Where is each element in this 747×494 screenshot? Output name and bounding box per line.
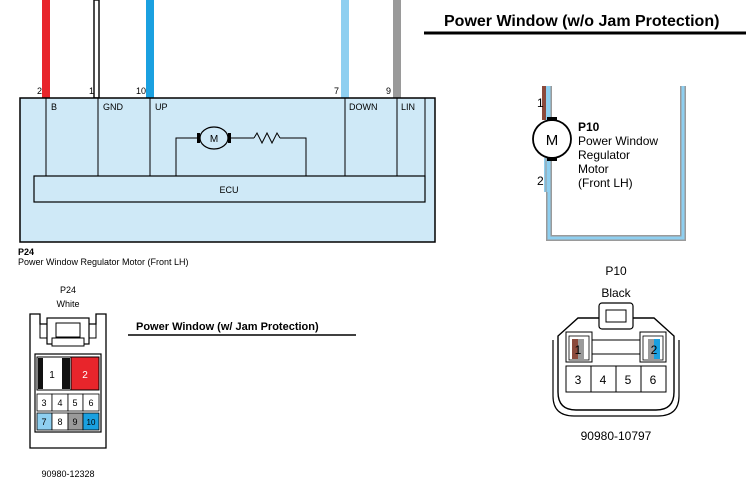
wire-gnd-black bbox=[93, 0, 100, 99]
ecu-motor-label: M bbox=[210, 134, 218, 145]
p24-pin-2-number: 2 bbox=[37, 86, 42, 96]
p10-cavity-2: 2 bbox=[651, 343, 658, 357]
p24-connector-color: White bbox=[56, 299, 79, 309]
p24-cavity-5: 5 bbox=[72, 398, 77, 408]
wire-b-red bbox=[42, 0, 50, 98]
title-jam-protection: Power Window (w/ Jam Protection) bbox=[136, 321, 319, 333]
p10-motor-label: M bbox=[546, 132, 559, 149]
p24-cavity-7: 7 bbox=[41, 417, 46, 427]
p10-code: P10 bbox=[578, 120, 600, 134]
p24-cavity-10: 10 bbox=[87, 418, 96, 427]
motor-lead-right bbox=[280, 137, 307, 176]
p24-cavity-9: 9 bbox=[72, 417, 77, 427]
p24-cavity-2: 2 bbox=[82, 370, 88, 381]
terminal-label-up: UP bbox=[155, 102, 168, 112]
p24-name: Power Window Regulator Motor (Front LH) bbox=[18, 257, 189, 267]
wire-p10-gray-loop bbox=[546, 86, 686, 241]
p10-name-line-1: Power Window bbox=[578, 134, 658, 148]
p24-cavity-3: 3 bbox=[41, 398, 46, 408]
p24-cavity-8: 8 bbox=[57, 417, 62, 427]
p10-name-line-2: Regulator bbox=[578, 148, 630, 162]
p24-pin-10-number: 10 bbox=[136, 86, 146, 96]
terminal-label-lin: LIN bbox=[401, 102, 415, 112]
ecu-label: ECU bbox=[219, 185, 238, 195]
p10-cavity-1: 1 bbox=[575, 343, 582, 357]
p24-pin-1-number: 1 bbox=[89, 86, 94, 96]
p24-cavity-4: 4 bbox=[57, 398, 62, 408]
p24-cavity-6: 6 bbox=[88, 398, 93, 408]
p24-pin-7-number: 7 bbox=[334, 86, 339, 96]
p10-connector bbox=[552, 302, 680, 417]
wire-down-light-blue bbox=[341, 0, 349, 98]
motor-lead-left bbox=[175, 137, 200, 176]
terminal-label-gnd: GND bbox=[103, 102, 124, 112]
ecu-block bbox=[33, 175, 426, 203]
wire-p10-light-blue-loop bbox=[547, 86, 685, 240]
p24-connector-code: P24 bbox=[60, 285, 76, 295]
p10-name-line-4: (Front LH) bbox=[578, 176, 633, 190]
p10-cavity-4: 4 bbox=[600, 373, 607, 387]
wire-lin-gray bbox=[393, 0, 401, 98]
p24-part-number: 90980-12328 bbox=[41, 469, 94, 479]
p24-connector bbox=[29, 313, 107, 449]
p10-cavity-6: 6 bbox=[650, 373, 657, 387]
resistor-symbol bbox=[253, 131, 281, 145]
p10-cavity-3: 3 bbox=[575, 373, 582, 387]
title-no-jam-protection: Power Window (w/o Jam Protection) bbox=[444, 13, 719, 30]
p24-pin-9-number: 9 bbox=[386, 86, 391, 96]
p24-code: P24 bbox=[18, 247, 34, 257]
wire-up-blue bbox=[146, 0, 154, 98]
p10-pin-2-number: 2 bbox=[537, 174, 544, 188]
terminal-label-down: DOWN bbox=[349, 102, 378, 112]
p24-component-box bbox=[19, 97, 436, 243]
p10-name-line-3: Motor bbox=[578, 162, 609, 176]
p10-cavity-5: 5 bbox=[625, 373, 632, 387]
terminal-label-b: B bbox=[51, 102, 57, 112]
p10-pin-1-number: 1 bbox=[537, 96, 544, 110]
p24-cavity-1: 1 bbox=[49, 370, 55, 381]
p10-connector-color: Black bbox=[601, 286, 631, 300]
p10-part-number: 90980-10797 bbox=[581, 429, 652, 443]
p10-connector-code: P10 bbox=[605, 264, 627, 278]
wire-p10-pin1-brown bbox=[542, 86, 546, 120]
